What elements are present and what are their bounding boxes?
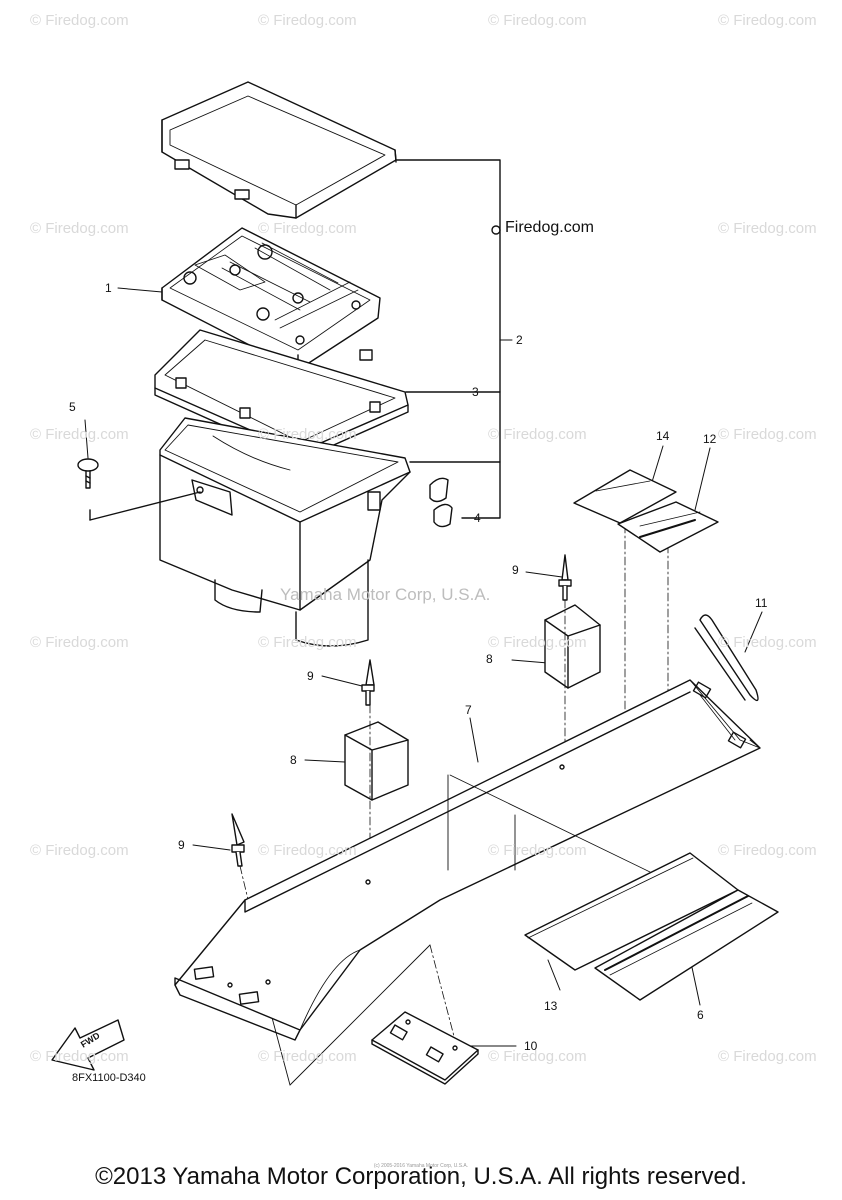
watermark: © Firedog.com <box>258 634 357 651</box>
callout-14: 14 <box>656 429 670 443</box>
watermark: © Firedog.com <box>30 426 129 443</box>
watermark: © Firedog.com <box>258 842 357 859</box>
brand-label: Firedog.com <box>505 219 594 236</box>
base-plate <box>174 679 761 1041</box>
watermark: © Firedog.com <box>258 1048 357 1065</box>
watermark: © Firedog.com <box>718 426 817 443</box>
watermark: © Firedog.com <box>30 634 129 651</box>
sheet-parts <box>524 852 779 1001</box>
copyright-footer: ©2013 Yamaha Motor Corporation, U.S.A. A… <box>95 1163 747 1190</box>
toolbox-lid <box>161 81 397 219</box>
watermark: © Firedog.com <box>488 842 587 859</box>
watermark: © Firedog.com <box>30 1048 129 1065</box>
watermark: © Firedog.com <box>488 634 587 651</box>
watermark: © Firedog.com <box>718 1048 817 1065</box>
callout-6: 6 <box>697 1008 704 1022</box>
callout-9: 9 <box>178 838 185 852</box>
diagram-code: 8FX1100-D340 <box>72 1072 146 1084</box>
watermark: © Firedog.com <box>258 426 357 443</box>
callout-2-bracket <box>395 159 501 519</box>
callout-2: 2 <box>516 333 523 347</box>
watermark: © Firedog.com <box>718 12 817 29</box>
callout-9: 9 <box>512 563 519 577</box>
callout-10: 10 <box>524 1039 538 1053</box>
watermark: © Firedog.com <box>488 12 587 29</box>
cable-part <box>694 614 759 702</box>
small-plate <box>371 1011 479 1085</box>
watermark: © Firedog.com <box>30 12 129 29</box>
watermark: © Firedog.com <box>488 1048 587 1065</box>
callout-8: 8 <box>290 753 297 767</box>
callout-9: 9 <box>307 669 314 683</box>
watermark: © Firedog.com <box>718 842 817 859</box>
callout-5: 5 <box>69 400 76 414</box>
callout-12: 12 <box>703 432 717 446</box>
watermark: © Firedog.com <box>718 634 817 651</box>
fwd-arrow-icon <box>51 1019 125 1071</box>
callout-1: 1 <box>105 281 112 295</box>
rivet-parts <box>231 554 572 867</box>
mount-bracket-upper <box>544 604 601 689</box>
callout-13: 13 <box>544 999 558 1013</box>
watermark: © Firedog.com <box>718 220 817 237</box>
leader-lines <box>84 287 763 1047</box>
gasket-frame <box>154 329 409 461</box>
callout-8: 8 <box>486 652 493 666</box>
mount-bracket-lower <box>344 721 409 801</box>
label-parts <box>573 469 719 553</box>
screw-part <box>77 458 99 489</box>
fine-print: (c) 2005-2016 Yamaha Motor Corp, U.S.A. <box>373 1163 469 1169</box>
callout-3: 3 <box>472 385 479 399</box>
watermark: © Firedog.com <box>30 220 129 237</box>
watermark: © Firedog.com <box>488 426 587 443</box>
callout-7: 7 <box>465 703 472 717</box>
clip-part <box>429 477 453 528</box>
watermark: © Firedog.com <box>258 220 357 237</box>
watermark: © Firedog.com <box>30 842 129 859</box>
callout-4: 4 <box>474 511 481 525</box>
callout-11: 11 <box>755 596 768 610</box>
center-watermark: Yamaha Motor Corp, U.S.A. <box>280 585 491 604</box>
toolbox-case <box>159 417 411 647</box>
watermark: © Firedog.com <box>258 12 357 29</box>
